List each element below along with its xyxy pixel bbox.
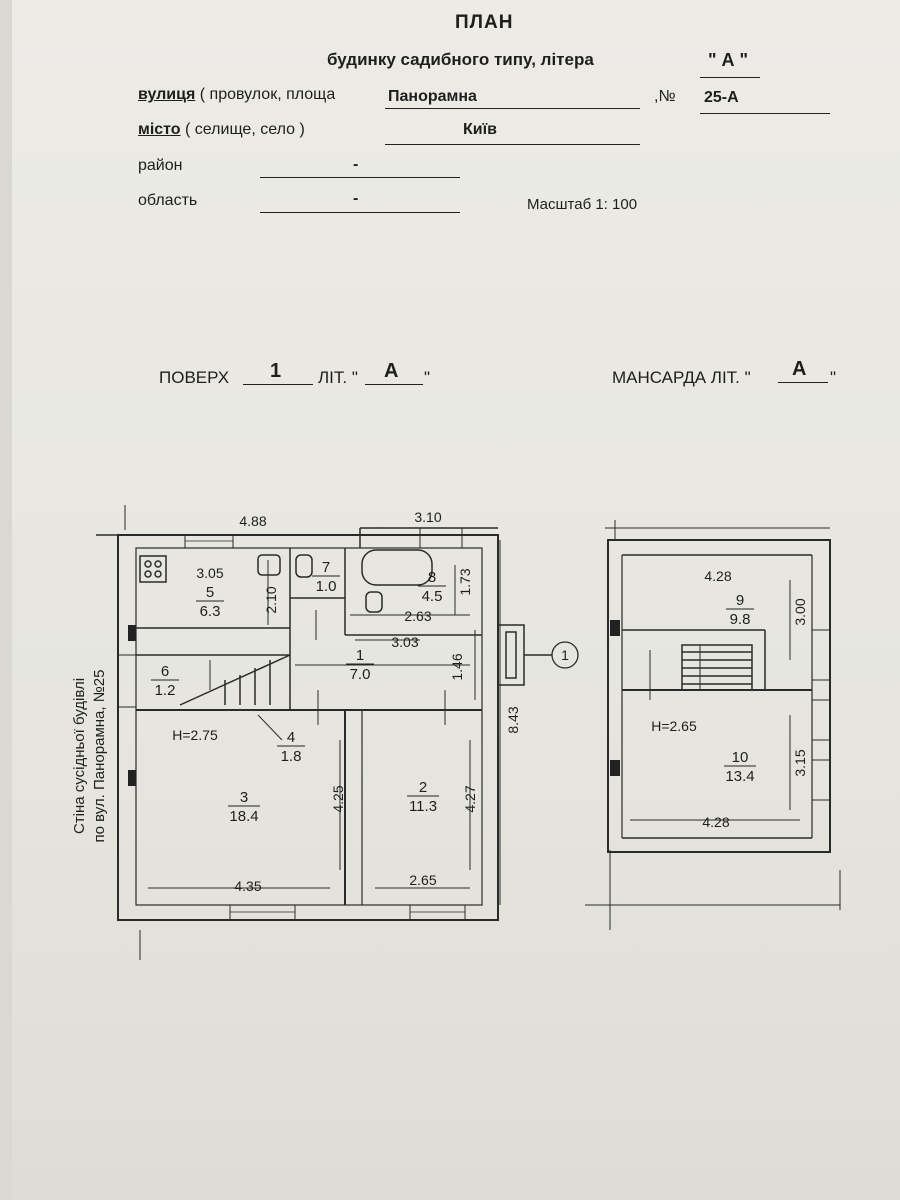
room-4-num: 4 — [287, 729, 295, 746]
dim-top-right: 3.10 — [414, 509, 441, 525]
floor-underline — [243, 384, 313, 385]
room-8-num: 8 — [428, 569, 436, 586]
room-6-area: 1.2 — [155, 682, 176, 699]
city-value: Київ — [463, 121, 497, 138]
dim-hall-height: 1.46 — [449, 653, 465, 680]
dim-bottom-left: 4.35 — [234, 878, 261, 894]
room-2-area: 11.3 — [409, 798, 437, 815]
room-3-num: 3 — [240, 789, 248, 806]
dim-top-left: 4.88 — [239, 513, 266, 529]
document-subtitle: будинку садибного типу, літера — [327, 50, 594, 69]
floor-label: ПОВЕРХ — [159, 368, 230, 387]
city-label-rest: ( селище, село ) — [185, 121, 305, 138]
dim-room2-height: 4.27 — [462, 785, 478, 812]
attic-underline — [778, 382, 828, 383]
room-3-area: 18.4 — [229, 808, 258, 825]
room-1-area: 7.0 — [350, 666, 371, 683]
number-label: ,№ — [654, 88, 676, 105]
floor1-outer-wall — [117, 534, 499, 921]
scale-label: Масштаб 1: 100 — [527, 196, 638, 213]
room-5-area: 6.3 — [200, 603, 221, 620]
street-underline — [385, 108, 640, 109]
dim-room3-height: 4.25 — [330, 785, 346, 812]
attic-dim-top-width: 4.28 — [704, 568, 731, 584]
region-underline — [260, 212, 460, 213]
attic-value: А — [792, 358, 807, 380]
room-9-num: 9 — [736, 592, 744, 609]
street-label-rest: ( провулок, площа — [199, 86, 336, 103]
dim-kitchen-height: 2.10 — [263, 586, 279, 613]
attic-dim-bottom-width: 4.28 — [702, 814, 729, 830]
dim-bath-width: 2.63 — [404, 608, 431, 624]
region-label: область — [138, 192, 198, 209]
district-value: - — [353, 156, 359, 173]
lit-underline — [365, 384, 423, 385]
number-underline — [700, 113, 830, 114]
dim-hall-width: 3.03 — [391, 634, 418, 650]
number-value: 25-А — [704, 89, 739, 106]
room-7-area: 1.0 — [316, 578, 337, 595]
room-5-num: 5 — [206, 584, 214, 601]
room-1-num: 1 — [356, 647, 364, 664]
room-10-num: 10 — [732, 749, 749, 766]
attic-ceiling-height: H=2.65 — [651, 718, 697, 734]
document-sheet — [12, 0, 900, 1200]
city-label: місто ( селище, село ) — [138, 121, 305, 139]
region-value: - — [353, 190, 359, 207]
dim-total-depth: 8.43 — [505, 706, 521, 733]
litera-value: " А " — [708, 50, 749, 70]
dim-bottom-right: 2.65 — [409, 872, 436, 888]
attic-dim-bottom-height: 3.15 — [792, 749, 808, 776]
entrance-marker: 1 — [561, 647, 569, 663]
litera-underline — [700, 77, 760, 78]
attic-outer-wall — [607, 539, 831, 853]
city-label-bold: місто — [138, 121, 181, 138]
lit-close: " — [424, 368, 431, 387]
room-10-area: 13.4 — [725, 768, 754, 785]
room-4-area: 1.8 — [281, 748, 302, 765]
attic-close: " — [830, 368, 837, 387]
room-7-num: 7 — [322, 559, 330, 576]
dim-kitchen-width: 3.05 — [196, 565, 223, 581]
attic-dim-top-height: 3.00 — [792, 598, 808, 625]
room-9-area: 9.8 — [730, 611, 751, 628]
room-6-num: 6 — [161, 663, 169, 680]
district-underline — [260, 177, 460, 178]
entrance-marker-circle — [551, 641, 579, 669]
dim-bath-height: 1.73 — [457, 568, 473, 595]
street-label: вулиця ( провулок, площа — [138, 86, 335, 104]
district-label: район — [138, 157, 183, 174]
document-title: ПЛАН — [455, 12, 514, 33]
room-8-area: 4.5 — [422, 588, 443, 605]
city-underline — [385, 144, 640, 145]
street-value: Панорамна — [388, 88, 477, 105]
lit-label: ЛІТ. " — [318, 368, 358, 387]
floor1-ceiling-height: H=2.75 — [172, 727, 218, 743]
floor1-inner-wall — [135, 547, 483, 906]
floor-value: 1 — [270, 360, 282, 382]
room-2-num: 2 — [419, 779, 427, 796]
lit-value: А — [384, 360, 399, 382]
attic-label: МАНСАРДА ЛІТ. " — [612, 368, 751, 387]
street-label-bold: вулиця — [138, 86, 196, 103]
